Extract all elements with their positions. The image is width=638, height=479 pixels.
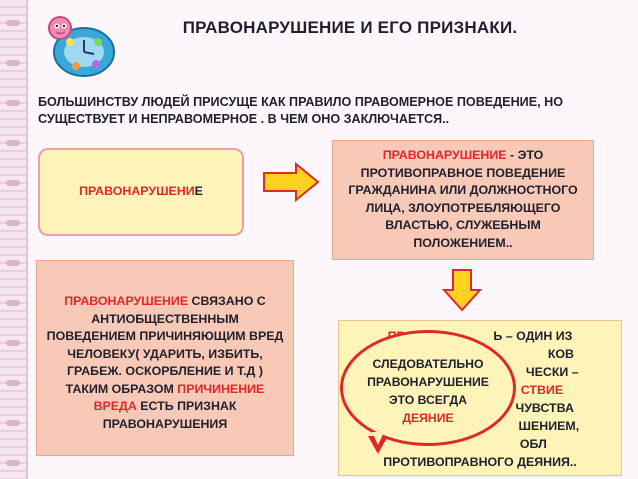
harm-term: ПРАВОНАРУШЕНИЕ [64,294,189,308]
definition-term: ПРАВОНАРУШЕНИЕ [382,148,507,162]
binding-ring [6,380,20,386]
binding-ring [6,460,20,466]
binding-ring [6,220,20,226]
notebook-binding [0,0,28,479]
harm-text-a: СВЯЗАНО С АНТИОБЩЕСТВЕННЫМ ПОВЕДЕНИЕМ ПР… [46,294,284,396]
abc-clock-logo-icon [48,16,115,77]
arrow-right-icon [263,162,320,202]
features-line-8: ПРОТИВОПРАВНОГО ДЕЯНИЯ.. [383,455,577,469]
features-line-2: КОВ [547,347,574,361]
speech-bubble-tail-inner [372,432,384,445]
features-line-1: Ь – ОДИН ИЗ [414,329,573,343]
binding-ring [6,300,20,306]
definition-text: - ЭТО ПРОТИВОПРАВНОЕ ПОВЕДЕНИЕ ГРАЖДАНИН… [348,148,578,250]
bubble-line-2: ПРАВОНАРУШЕНИЕ [367,375,489,389]
binding-ring [6,340,20,346]
intro-text: БОЛЬШИНСТВУ ЛЮДЕЙ ПРИСУЩЕ КАК ПРАВИЛО ПР… [38,95,564,126]
harm-box: ПРАВОНАРУШЕНИЕ СВЯЗАНО С АНТИОБЩЕСТВЕННЫ… [36,260,294,456]
term-box: ПРАВОНАРУШЕНИЕ [38,148,244,236]
harm-text-b: ЕСТЬ ПРИЗНАК ПРАВОНАРУШЕНИЯ [102,399,237,431]
term-label: ПРАВОНАРУШЕНИ [79,184,195,199]
features-line-4: СТВИЕ [520,383,564,397]
binding-ring [6,60,20,66]
term-label-tail: Е [194,184,203,199]
binding-ring [6,260,20,266]
arrow-down-icon [442,269,482,312]
speech-bubble: СЛЕДОВАТЕЛЬНО ПРАВОНАРУШЕНИЕ ЭТО ВСЕГДА … [340,330,516,446]
definition-box: ПРАВОНАРУШЕНИЕ - ЭТО ПРОТИВОПРАВНОЕ ПОВЕ… [332,140,594,260]
bubble-line-3: ЭТО ВСЕГДА [388,393,468,407]
binding-ring [6,100,20,106]
binding-ring [6,180,20,186]
bubble-line-4: ДЕЯНИЕ [402,411,454,425]
features-line-3: ЧЕСКИ – [525,365,579,379]
harm-highlight: ПРИЧИНЕНИЕ ВРЕДА [93,381,265,414]
binding-ring [6,140,20,146]
binding-ring [6,420,20,426]
bubble-line-1: СЛЕДОВАТЕЛЬНО [372,357,484,371]
page-title: ПРАВОНАРУШЕНИЕ И ЕГО ПРИЗНАКИ. [182,18,518,37]
binding-ring [6,20,20,26]
features-line-7: ОБЛ [413,437,547,451]
